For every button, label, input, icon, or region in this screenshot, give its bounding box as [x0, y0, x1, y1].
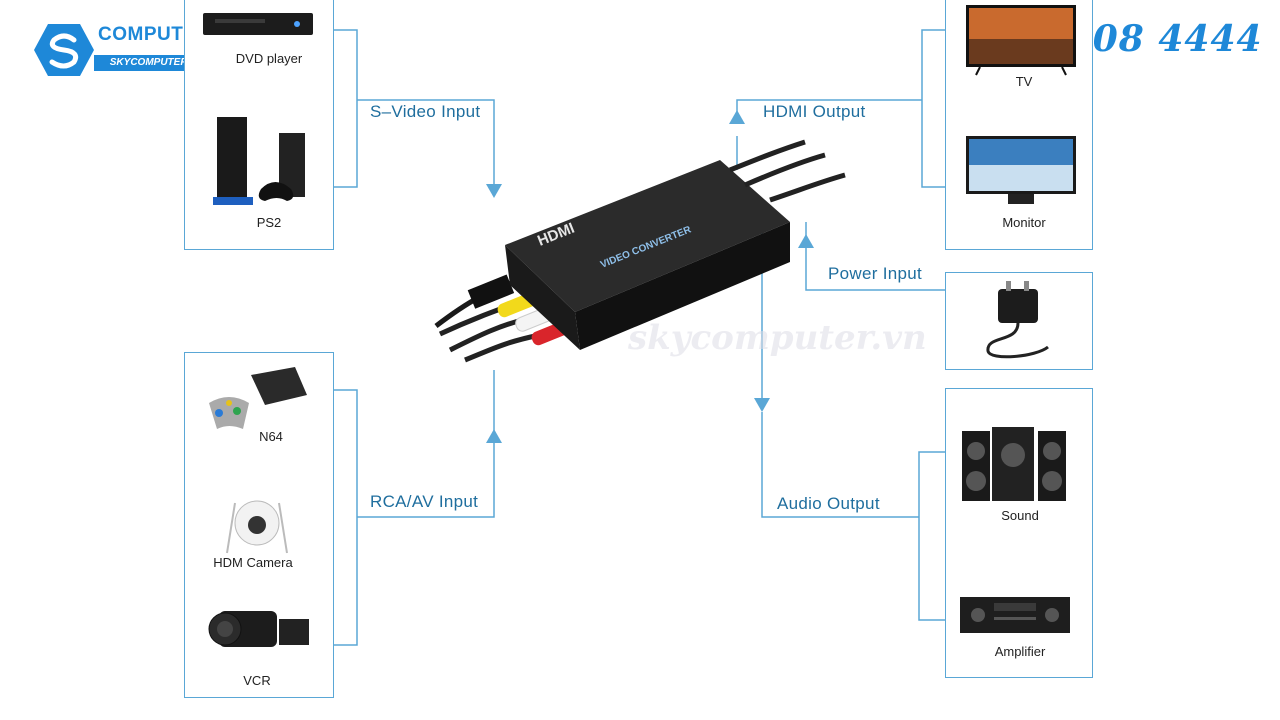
n64-icon — [209, 367, 307, 429]
power-source-box — [945, 272, 1093, 370]
audio-output-label: Audio Output — [777, 494, 880, 513]
power-adapter-icon — [986, 281, 1049, 359]
hdmi-displays-box: TV Monitor — [945, 0, 1093, 250]
logo-brand: COMPUTER — [98, 24, 211, 45]
amplifier-label: Amplifier — [994, 644, 1046, 659]
amplifier-icon — [960, 597, 1070, 633]
arrow-down-svideo — [486, 184, 502, 198]
svideo-sources-box: DVD player PS2 — [184, 0, 334, 250]
audio-outputs-box: Sound Amplifier — [945, 388, 1093, 678]
ps2-label: PS2 — [256, 215, 282, 230]
vcr-camcorder-icon — [208, 611, 309, 647]
ps2-icon — [213, 117, 305, 205]
n64-label: N64 — [259, 429, 283, 444]
tv-label: TV — [1015, 74, 1033, 89]
arrow-up-rca — [486, 429, 502, 443]
sound-speakers-icon — [962, 427, 1066, 501]
hdmi-output-label: HDMI Output — [763, 102, 866, 121]
dvd-player-label: DVD player — [235, 51, 303, 66]
svideo-input-label: S–Video Input — [370, 102, 481, 121]
logo-s-icon — [34, 24, 94, 76]
hdm-camera-label: HDM Camera — [213, 555, 293, 570]
monitor-label: Monitor — [1002, 215, 1046, 230]
arrow-up-hdmi — [729, 110, 745, 124]
monitor-icon — [966, 136, 1076, 204]
watermark: skycomputer.vn — [628, 318, 927, 358]
arrow-down-audio — [754, 398, 770, 412]
rca-sources-box: N64 HDM Camera VCR — [184, 352, 334, 698]
vcr-label: VCR — [243, 673, 271, 688]
dvd-player-icon — [203, 13, 313, 35]
arrow-up-power — [798, 234, 814, 248]
tv-icon — [966, 5, 1076, 76]
rca-input-label: RCA/AV Input — [370, 492, 479, 511]
sound-label: Sound — [1001, 508, 1039, 523]
power-input-label: Power Input — [828, 264, 923, 283]
converter-box — [434, 139, 846, 363]
hdm-camera-icon — [226, 500, 288, 554]
